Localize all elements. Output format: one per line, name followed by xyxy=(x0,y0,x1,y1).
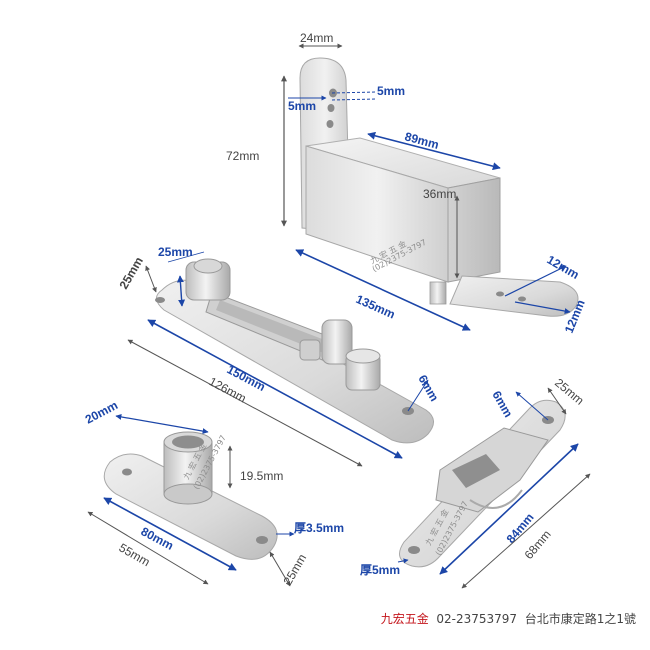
dim-slot-thick: 厚5mm xyxy=(360,563,400,577)
shop-brand: 九宏五金 xyxy=(380,612,429,626)
shop-address: 台北市康定路1之1號 xyxy=(524,612,636,626)
dim-top-hole-dia: 5mm xyxy=(377,84,405,98)
dim-cup-thick: 厚3.5mm xyxy=(294,521,344,535)
dim-cup-height: 19.5mm xyxy=(240,469,283,483)
dim-top-base-len: 135mm xyxy=(354,292,397,322)
dim-top-hole-offset: 5mm xyxy=(288,99,316,113)
dim-cup-total: 55mm xyxy=(117,540,153,569)
hinge-bracket-icon: 九 宏 五 金 (02)2375-3797 xyxy=(299,57,579,317)
dim-slot-hole: 6mm xyxy=(489,389,515,420)
dim-cup-span: 80mm xyxy=(139,524,176,553)
dim-top-width: 24mm xyxy=(300,31,333,45)
dim-top-tab-a: 12mm xyxy=(545,252,582,281)
dim-arm-pin-height: 25mm xyxy=(158,245,193,259)
pivot-arm-plate-icon xyxy=(155,258,434,444)
shop-footer: 九宏五金 02-23753797 台北市康定路1之1號 xyxy=(0,610,636,627)
dim-top-depth: 36mm xyxy=(423,187,456,201)
shop-phone: 02-23753797 xyxy=(436,612,518,626)
dim-arm-width: 25mm xyxy=(116,254,145,291)
dim-top-height: 72mm xyxy=(226,149,259,163)
dim-cup-width: 25mm xyxy=(280,552,309,588)
dim-arm-hole: 6mm xyxy=(415,373,441,404)
dim-cup-dia: 20mm xyxy=(83,398,120,427)
dim-slot-total: 68mm xyxy=(522,527,554,562)
cup-mount-plate-icon: 九 宏 五 金 (02)2375-3797 xyxy=(103,431,278,560)
